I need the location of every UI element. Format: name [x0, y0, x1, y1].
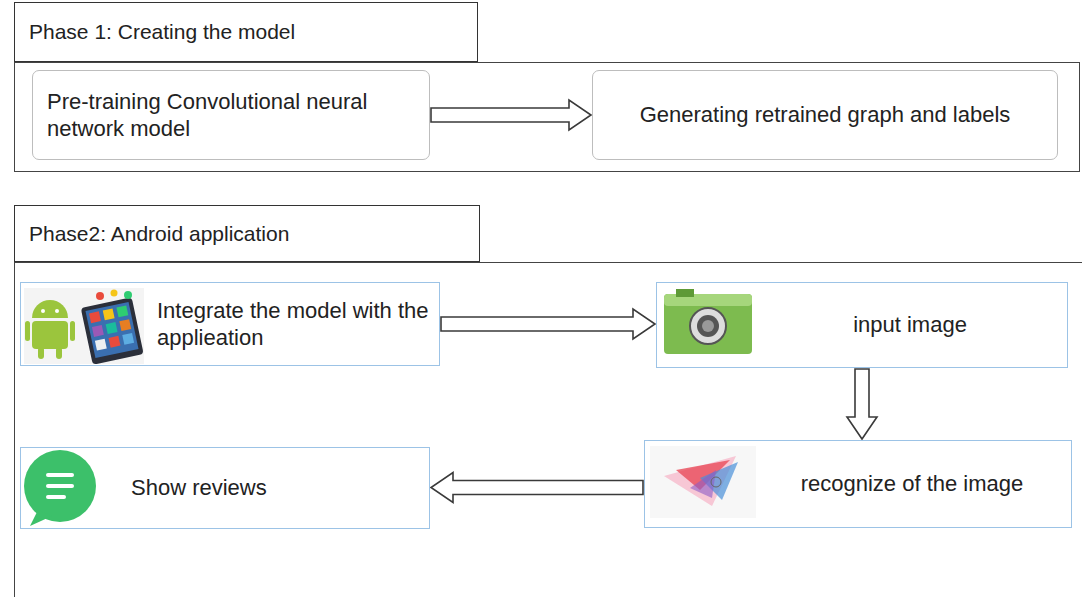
- block-arrow: [431, 100, 591, 130]
- phase-tab: Phase 1: Creating the model: [14, 2, 478, 62]
- box-label: Integrate the model with the applieation: [157, 297, 431, 352]
- phase-heading: Phase 1: Creating the model: [29, 20, 295, 44]
- box-text-group: input image: [761, 311, 1059, 339]
- block-arrow: [441, 309, 655, 339]
- phase-heading: Phase2: Android application: [29, 222, 289, 246]
- recognition-icon: [650, 446, 756, 518]
- box-text-group: Integrate the model with the applieation: [157, 297, 431, 352]
- box-label: Generating retrained graph and labels: [605, 101, 1045, 129]
- block-arrow: [431, 473, 643, 503]
- camera-icon: [664, 289, 752, 354]
- box-text-group: Show reviews: [131, 474, 421, 502]
- box-text-group: recognize of the image: [761, 470, 1063, 498]
- box-text-group: Generating retrained graph and labels: [605, 101, 1045, 129]
- phase-band: Phase2: Android applicationIntegrate the…: [14, 205, 1082, 597]
- block-arrow: [847, 369, 877, 439]
- chat-icon: [24, 450, 96, 526]
- box-text-group: Pre-training Convolutional neural networ…: [47, 88, 419, 143]
- process-box: Show reviews: [20, 447, 430, 529]
- box-label: recognize of the image: [761, 470, 1063, 498]
- phase-band: Phase 1: Creating the modelPre-training …: [14, 2, 1080, 172]
- process-box: Integrate the model with the applieation: [20, 282, 440, 366]
- android-icon: [24, 288, 144, 365]
- process-box: recognize of the image: [644, 440, 1072, 528]
- process-box: Pre-training Convolutional neural networ…: [32, 70, 430, 160]
- box-label: Pre-training Convolutional neural networ…: [47, 88, 419, 143]
- process-box: input image: [656, 282, 1068, 368]
- phase-tab: Phase2: Android application: [14, 205, 480, 262]
- box-label: input image: [761, 311, 1059, 339]
- process-box: Generating retrained graph and labels: [592, 70, 1058, 160]
- box-label: Show reviews: [131, 474, 421, 502]
